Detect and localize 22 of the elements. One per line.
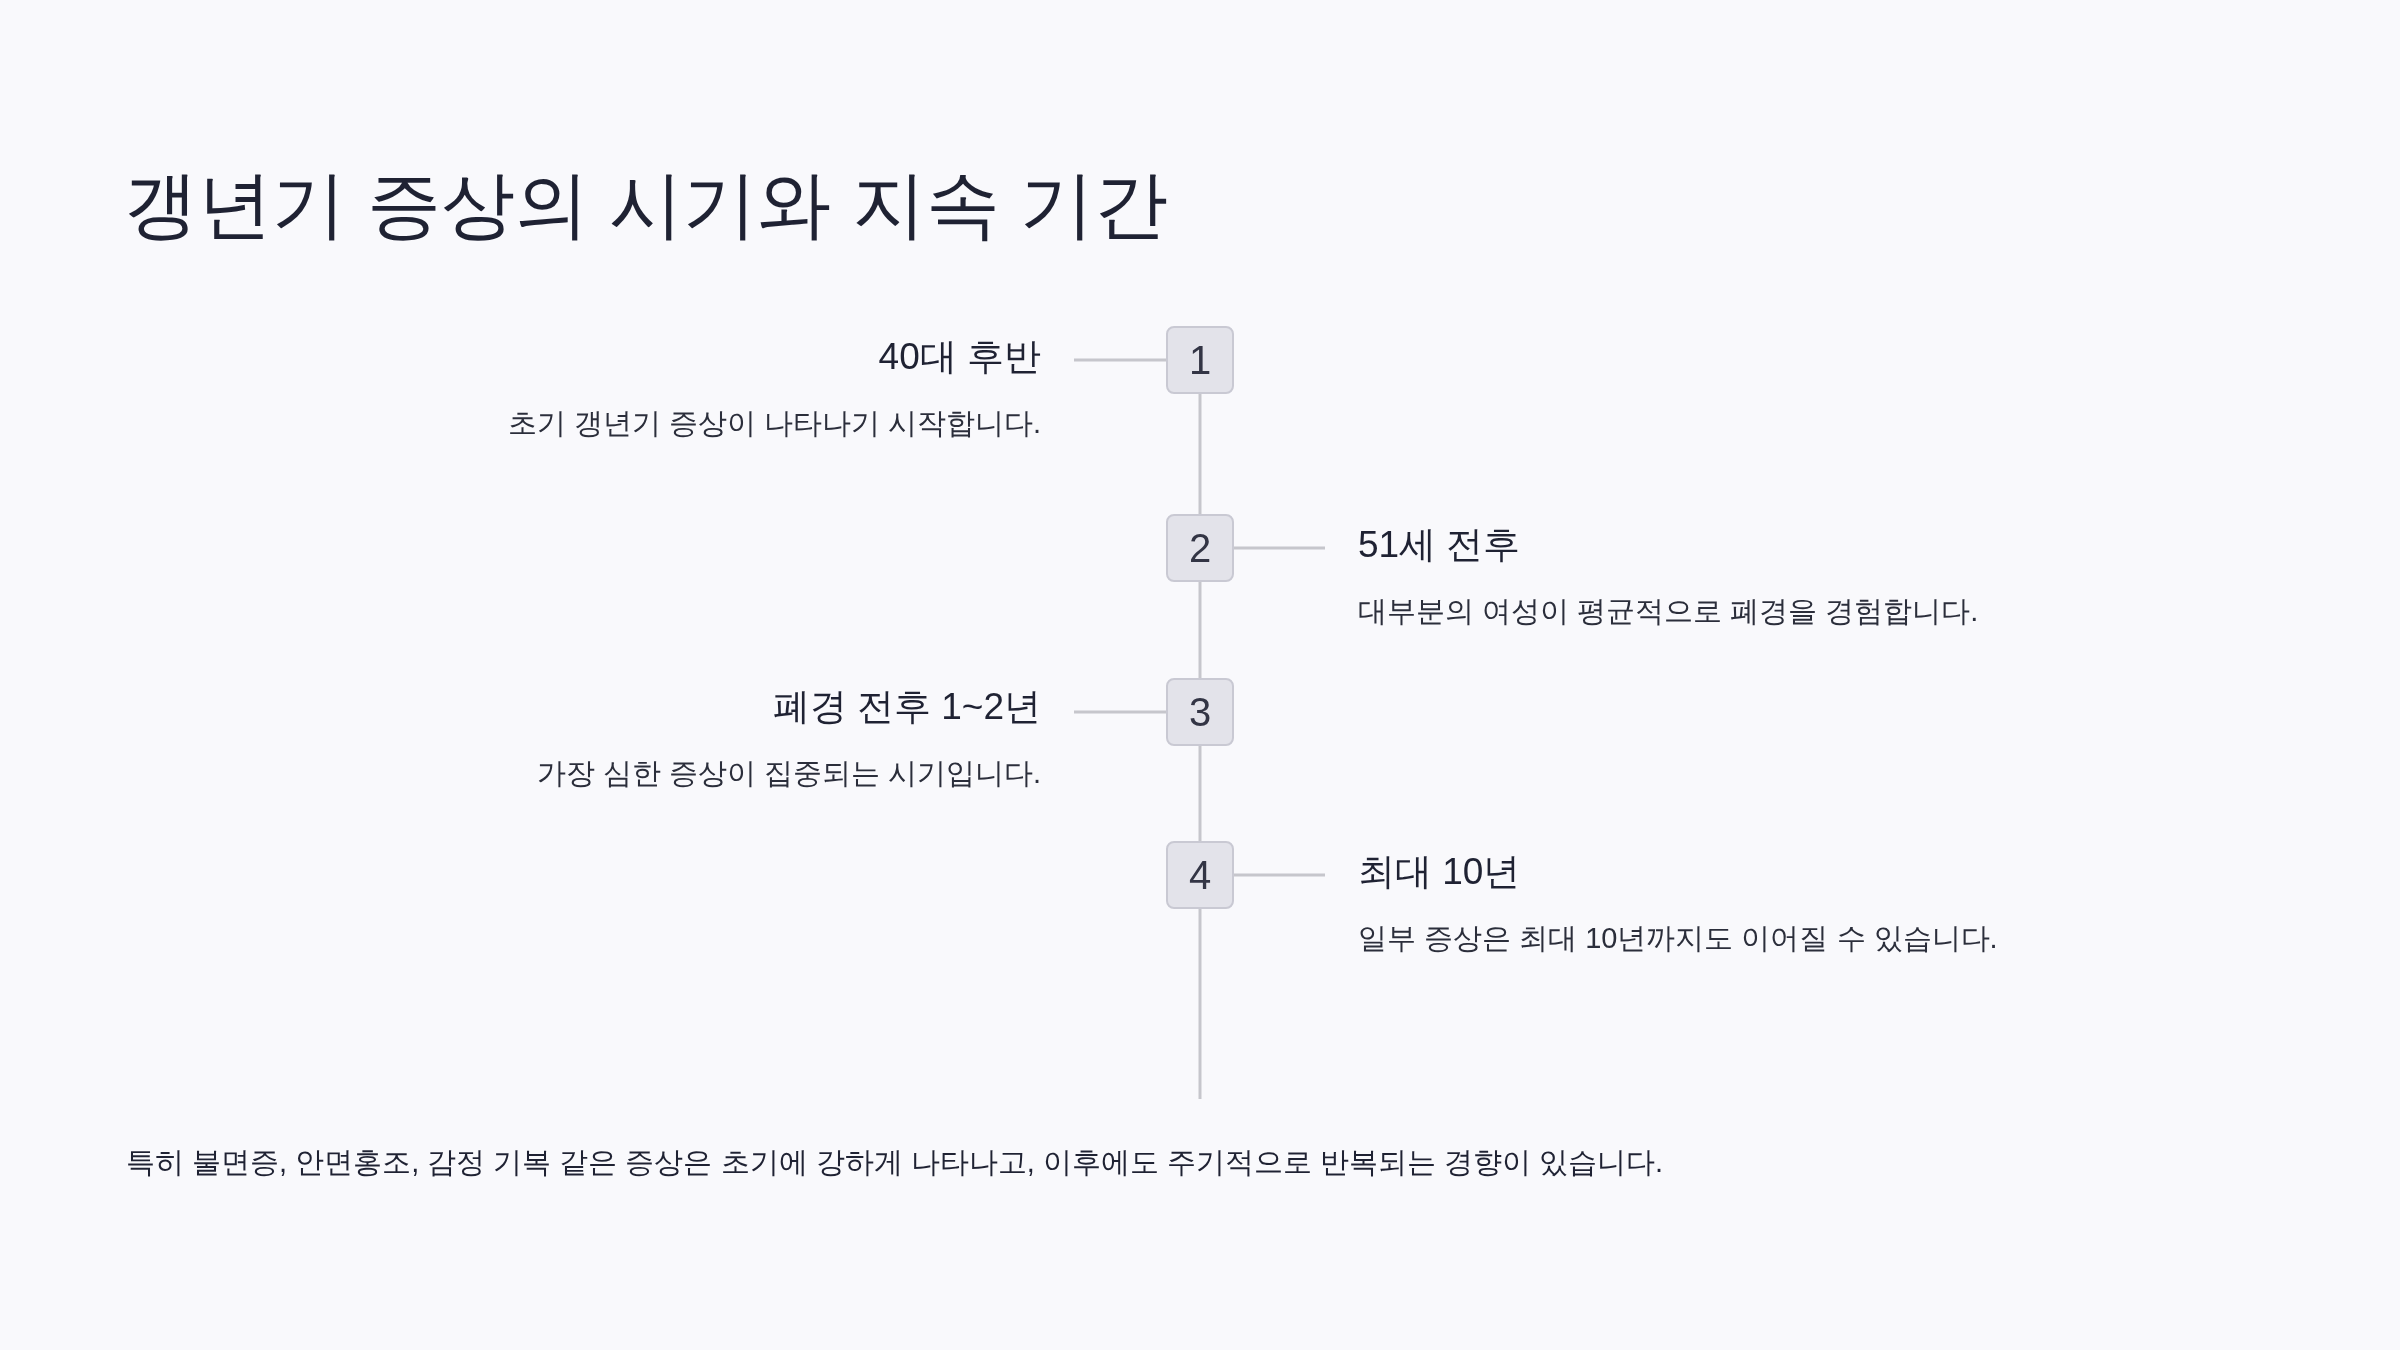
step-description: 대부분의 여성이 평균적으로 폐경을 경험합니다. xyxy=(1358,594,1979,629)
step-number-box: 1 xyxy=(1166,326,1234,394)
note-text: 특히 불면증, 안면홍조, 감정 기복 같은 증상은 초기에 강하게 나타나고, 이후에도 주기적으로 반복되는 경향이 있습니다. xyxy=(126,1145,1664,1180)
connector-line xyxy=(1074,710,1166,714)
step-description: 초기 갱년기 증상이 나타나기 시작합니다. xyxy=(507,406,1041,441)
connector-line xyxy=(1074,358,1166,362)
step-heading: 40대 후반 xyxy=(878,335,1041,379)
title: 갱년기 증상의 시기와 지속 기간 xyxy=(124,162,1169,248)
connector-line xyxy=(1234,546,1325,550)
connector-line xyxy=(1198,746,1202,841)
step-description: 일부 증상은 최대 10년까지도 이어질 수 있습니다. xyxy=(1358,921,1998,956)
step-heading: 51세 전후 xyxy=(1358,523,1521,567)
connector-line xyxy=(1198,394,1202,514)
step-description: 가장 심한 증상이 집중되는 시기입니다. xyxy=(536,756,1041,791)
connector-line xyxy=(1198,582,1202,678)
step-heading: 최대 10년 xyxy=(1358,850,1521,894)
connector-line xyxy=(1234,873,1325,877)
step-number-box: 2 xyxy=(1166,514,1234,582)
step-number-box: 4 xyxy=(1166,841,1234,909)
connector-line xyxy=(1198,909,1202,1099)
step-number-box: 3 xyxy=(1166,678,1234,746)
step-heading: 폐경 전후 1~2년 xyxy=(772,685,1041,729)
